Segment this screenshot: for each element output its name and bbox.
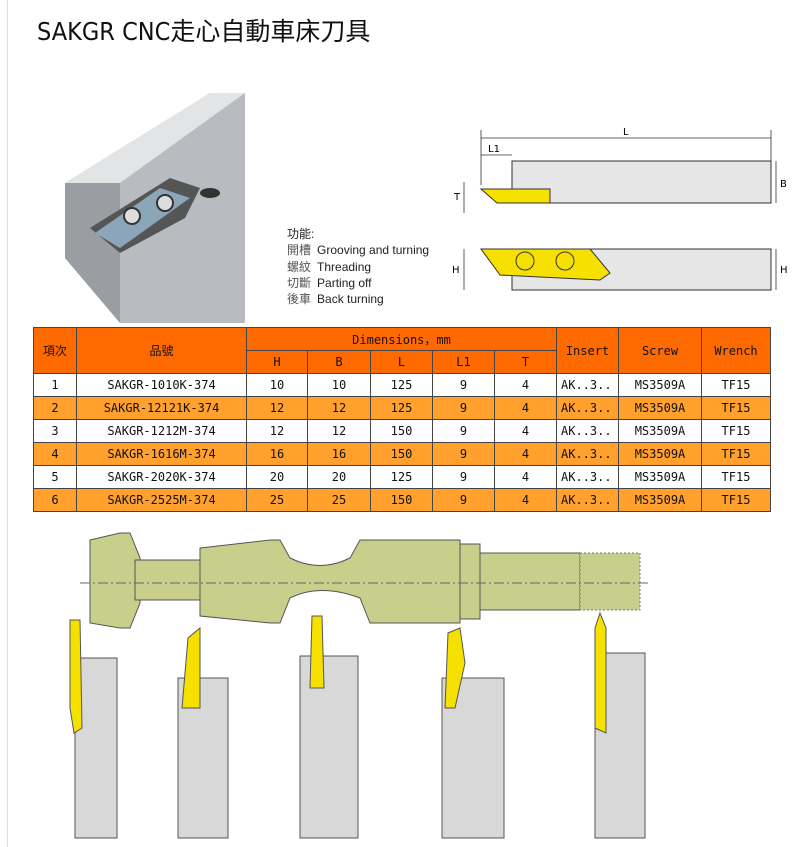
cell-wrench: TF15 [701,396,771,420]
spec-table: 項次 品號 Dimensions，mm Insert Screw Wrench … [33,327,771,512]
cell-dim-B: 25 [307,488,371,512]
cell-wrench: TF15 [701,419,771,443]
header-H: H [246,350,308,374]
cell-dim-L1: 9 [432,396,495,420]
cell-item-number: 2 [33,396,77,420]
label-T: T [453,192,461,203]
header-T: T [494,350,557,374]
cell-item-number: 5 [33,465,77,489]
cell-screw: MS3509A [618,488,702,512]
cell-dim-L1: 9 [432,488,495,512]
label-H-left: H [452,265,460,276]
cell-dim-B: 12 [307,419,371,443]
header-L: L [370,350,433,374]
cell-item-number: 3 [33,419,77,443]
header-dimensions: Dimensions，mm [246,327,557,351]
cell-dim-T: 4 [494,465,557,489]
label-L1: L1 [488,144,500,155]
cell-part-number: SAKGR-2020K-374 [76,465,247,489]
cell-dim-H: 16 [246,442,308,466]
page-border [7,0,8,847]
header-wrench: Wrench [701,327,771,374]
cell-dim-L1: 9 [432,442,495,466]
cell-screw: MS3509A [618,396,702,420]
header-part: 品號 [76,327,247,374]
header-L1: L1 [432,350,495,374]
header-B: B [307,350,371,374]
cell-item-number: 4 [33,442,77,466]
cell-part-number: SAKGR-2525M-374 [76,488,247,512]
cell-dim-L: 125 [370,396,433,420]
cell-dim-H: 20 [246,465,308,489]
cell-part-number: SAKGR-1010K-374 [76,373,247,397]
cell-screw: MS3509A [618,419,702,443]
cell-part-number: SAKGR-1616M-374 [76,442,247,466]
cell-dim-B: 10 [307,373,371,397]
cell-dim-T: 4 [494,419,557,443]
dimension-diagram: L L1 T B H H [452,127,788,291]
cell-insert: AK..3.. [556,373,619,397]
cell-dim-L1: 9 [432,373,495,397]
cell-dim-L: 150 [370,442,433,466]
cell-dim-L: 125 [370,465,433,489]
cell-dim-L: 150 [370,419,433,443]
cell-wrench: TF15 [701,373,771,397]
cell-dim-B: 20 [307,465,371,489]
cell-dim-L1: 9 [432,465,495,489]
cell-dim-H: 10 [246,373,308,397]
cell-insert: AK..3.. [556,442,619,466]
cell-dim-T: 4 [494,488,557,512]
cell-dim-H: 12 [246,419,308,443]
cell-dim-T: 4 [494,373,557,397]
header-item: 項次 [33,327,77,374]
cell-dim-T: 4 [494,396,557,420]
cell-dim-L1: 9 [432,419,495,443]
cell-insert: AK..3.. [556,396,619,420]
cell-dim-B: 16 [307,442,371,466]
tool-holder-photo [65,93,245,323]
page-title: SAKGR CNC走心自動車床刀具 [37,17,371,46]
label-H-right: H [780,265,788,276]
cell-dim-H: 12 [246,396,308,420]
cell-dim-L: 150 [370,488,433,512]
cell-insert: AK..3.. [556,465,619,489]
header-screw: Screw [618,327,702,374]
cell-wrench: TF15 [701,442,771,466]
function-heading: 功能: [287,227,315,241]
cell-wrench: TF15 [701,488,771,512]
cell-screw: MS3509A [618,373,702,397]
cell-item-number: 1 [33,373,77,397]
header-insert: Insert [556,327,619,374]
cell-screw: MS3509A [618,465,702,489]
label-L: L [623,127,629,138]
cell-dim-B: 12 [307,396,371,420]
cell-dim-H: 25 [246,488,308,512]
cell-part-number: SAKGR-1212M-374 [76,419,247,443]
cell-item-number: 6 [33,488,77,512]
cell-insert: AK..3.. [556,419,619,443]
cell-part-number: SAKGR-12121K-374 [76,396,247,420]
label-B: B [780,179,787,190]
cell-insert: AK..3.. [556,488,619,512]
cell-dim-T: 4 [494,442,557,466]
cell-screw: MS3509A [618,442,702,466]
machining-illustration [69,532,650,839]
cell-dim-L: 125 [370,373,433,397]
cell-wrench: TF15 [701,465,771,489]
